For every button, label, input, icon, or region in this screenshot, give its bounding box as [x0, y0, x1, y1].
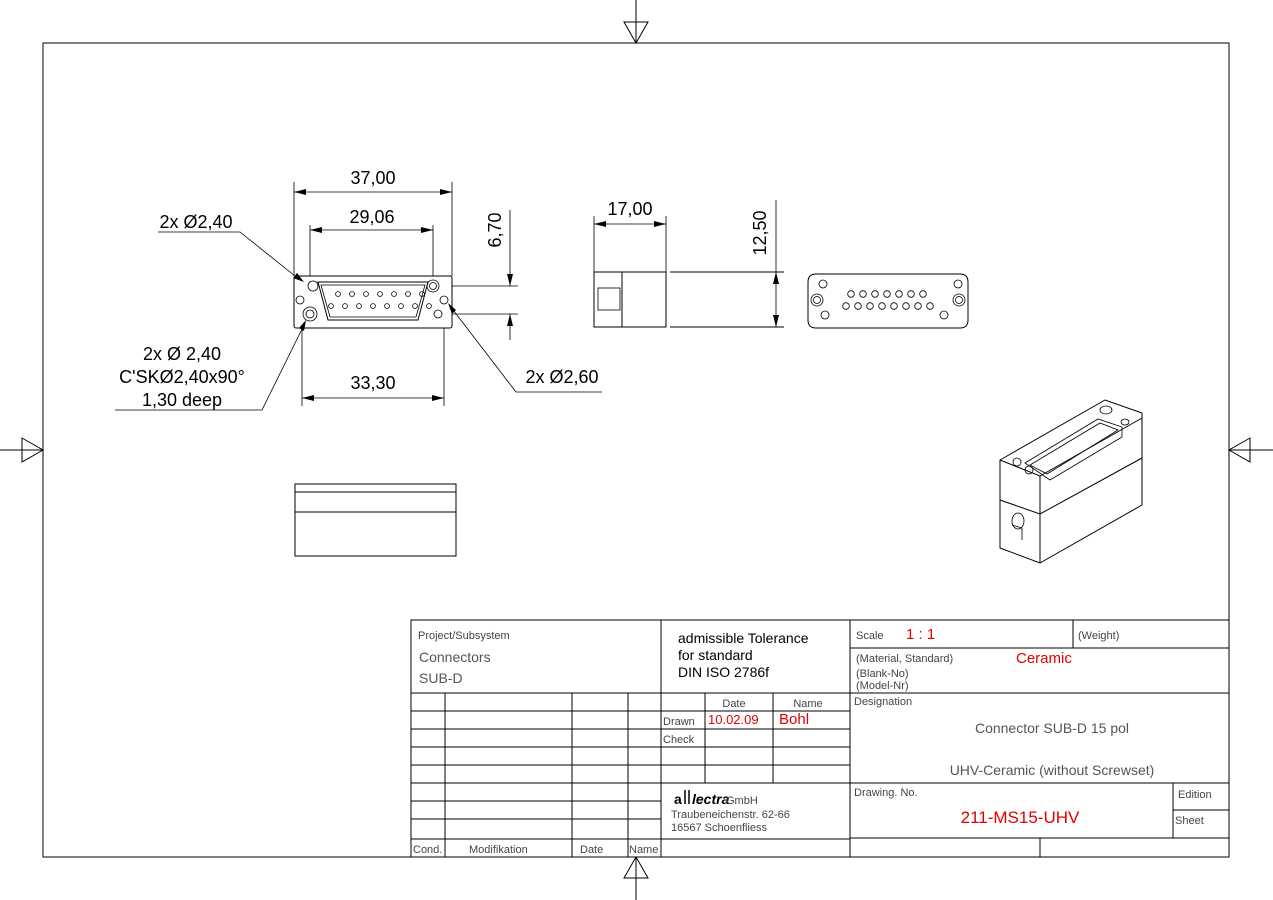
side-view [593, 200, 784, 328]
callout-left-bottom-line2: C'SKØ2,40x90° [119, 367, 245, 387]
check-label: Check [663, 734, 695, 746]
company-street: Traubeneichenstr. 62-66 [671, 809, 790, 821]
isometric-view [999, 399, 1143, 564]
logo-a: a [674, 791, 682, 807]
top-view [807, 273, 969, 329]
dim-overall-width: 37,00 [350, 168, 395, 188]
callout-left-bottom-line1: 2x Ø 2,40 [143, 344, 221, 364]
model-label: (Model-Nr) [856, 680, 909, 692]
mount-hole [426, 279, 440, 293]
scale-label: Scale [856, 630, 884, 642]
dim-depth: 17,00 [607, 199, 652, 219]
date-footer-label: Date [580, 844, 603, 856]
cond-label: Cond. [413, 844, 442, 856]
tolerance-line3: DIN ISO 2786f [678, 664, 769, 680]
company-logo: a lectra [674, 790, 730, 807]
tolerance-line2: for standard [678, 647, 753, 663]
designation-label: Designation [854, 696, 912, 708]
company-suffix: GmbH [726, 795, 758, 807]
callout-left-top: 2x Ø2,40 [159, 212, 232, 232]
designation-line2: UHV-Ceramic (without Screwset) [950, 762, 1155, 778]
name-header: Name [793, 698, 822, 710]
material-label: (Material, Standard) [856, 653, 953, 665]
bottom-view [294, 483, 457, 557]
pin-row-bottom [328, 303, 432, 309]
title-block-grid [410, 619, 1230, 858]
drawing-no-label: Drawing. No. [854, 787, 918, 799]
company-city: 16567 Schoenfliess [671, 822, 768, 834]
tolerance-line1: admissible Tolerance [678, 630, 809, 646]
dim-bottom-width: 33,30 [350, 373, 395, 393]
dim-height: 12,50 [750, 210, 770, 255]
callout-right: 2x Ø2,60 [525, 367, 598, 387]
mount-hole [307, 280, 319, 292]
scale-value: 1 : 1 [906, 626, 935, 643]
dsub-shell [317, 281, 429, 321]
drawing-no: 211-MS15-UHV [961, 808, 1080, 827]
dim-offset-height: 6,70 [485, 212, 505, 247]
drawn-name: Bohl [779, 711, 809, 728]
weight-label: (Weight) [1078, 630, 1119, 642]
date-header: Date [722, 698, 745, 710]
front-view [115, 182, 602, 411]
countersink-hole [302, 306, 318, 322]
logo-lectra: lectra [692, 791, 730, 807]
project-line1: Connectors [419, 649, 491, 665]
callout-left-bottom-line3: 1,30 deep [142, 390, 222, 410]
dim-hole-spacing: 29,06 [349, 207, 394, 227]
edition-label: Edition [1178, 789, 1212, 801]
drawn-label: Drawn [663, 716, 695, 728]
project-line2: SUB-D [419, 670, 463, 686]
blank-label: (Blank-No) [856, 668, 909, 680]
drawn-date: 10.02.09 [708, 712, 759, 727]
designation-line1: Connector SUB-D 15 pol [975, 720, 1129, 736]
sheet-label: Sheet [1175, 815, 1204, 827]
material-value: Ceramic [1016, 650, 1072, 667]
name-footer-label: Name [629, 844, 658, 856]
modifikation-label: Modifikation [469, 844, 528, 856]
pin-row-top [335, 291, 425, 297]
project-label: Project/Subsystem [418, 630, 510, 642]
pin-row-top-view [842, 290, 934, 310]
